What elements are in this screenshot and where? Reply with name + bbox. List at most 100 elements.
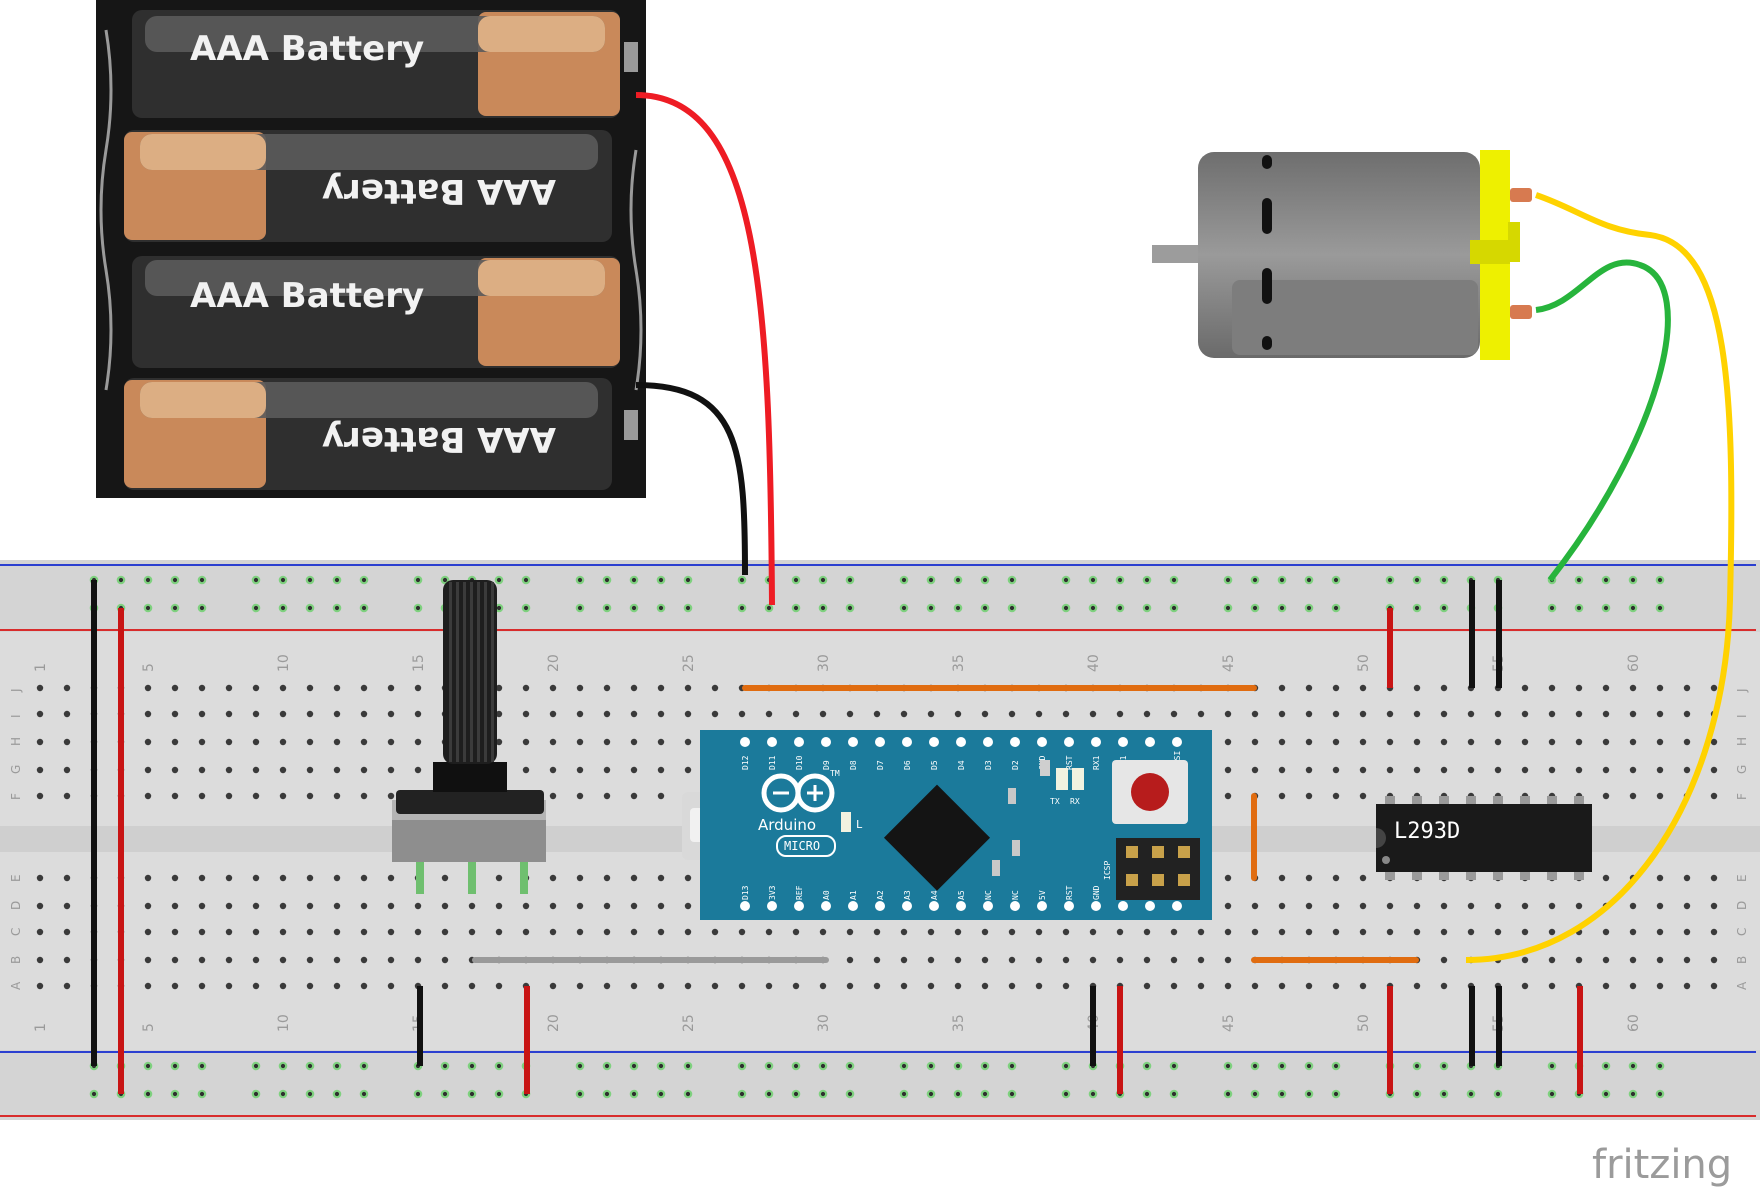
ic-leg	[1466, 796, 1476, 806]
breadboard-hole	[981, 710, 989, 718]
breadboard-hole	[225, 956, 233, 964]
breadboard-hole	[1143, 982, 1151, 990]
rail-hole	[170, 1089, 180, 1099]
breadboard-hole	[1683, 766, 1691, 774]
breadboard-hole	[765, 982, 773, 990]
rail-hole	[197, 603, 207, 613]
breadboard-hole	[522, 684, 530, 692]
breadboard-hole	[441, 928, 449, 936]
breadboard-hole	[1062, 928, 1070, 936]
breadboard-hole	[225, 874, 233, 882]
breadboard-hole	[1602, 766, 1610, 774]
rail-hole	[656, 1061, 666, 1071]
breadboard-hole	[1656, 902, 1664, 910]
breadboard-hole	[684, 928, 692, 936]
breadboard-hole	[1494, 902, 1502, 910]
rail-hole	[1169, 575, 1179, 585]
breadboard-hole	[792, 710, 800, 718]
header-pin	[902, 901, 912, 911]
tx-label: TX	[1050, 797, 1060, 806]
breadboard-hole	[171, 766, 179, 774]
rail-hole	[116, 575, 126, 585]
breadboard-hole	[387, 792, 395, 800]
breadboard-hole	[198, 738, 206, 746]
breadboard-hole	[171, 956, 179, 964]
rail-hole	[1547, 1061, 1557, 1071]
pin-label-top: D11	[768, 755, 777, 770]
breadboard-hole	[252, 928, 260, 936]
rail-hole	[656, 575, 666, 585]
breadboard-hole	[63, 766, 71, 774]
reset-button-cap[interactable]	[1131, 773, 1169, 811]
rail-hole	[818, 1061, 828, 1071]
rail-hole	[1628, 603, 1638, 613]
breadboard-hole	[630, 766, 638, 774]
breadboard-hole	[279, 956, 287, 964]
led-l	[841, 812, 851, 832]
breadboard-hole	[36, 982, 44, 990]
rail-hole	[791, 603, 801, 613]
breadboard-hole	[333, 684, 341, 692]
breadboard-hole	[1035, 982, 1043, 990]
battery-cell-1: AAA Battery	[132, 10, 620, 118]
rail-hole	[1412, 575, 1422, 585]
breadboard-hole	[1629, 928, 1637, 936]
ic-leg	[1574, 796, 1584, 806]
breadboard-hole	[1386, 766, 1394, 774]
breadboard-hole	[360, 738, 368, 746]
breadboard-hole	[144, 956, 152, 964]
rail-hole	[845, 1061, 855, 1071]
breadboard-hole	[1440, 738, 1448, 746]
breadboard-hole	[1602, 738, 1610, 746]
rail-hole	[953, 603, 963, 613]
breadboard-hole	[171, 928, 179, 936]
breadboard-hole	[1710, 902, 1718, 910]
pin-label-bottom: 5V	[1038, 890, 1047, 900]
breadboard-hole	[1656, 792, 1664, 800]
breadboard-hole	[900, 710, 908, 718]
breadboard-hole	[387, 982, 395, 990]
breadboard-hole	[1224, 956, 1232, 964]
rail-hole	[1439, 1089, 1449, 1099]
column-number: 30	[816, 654, 832, 672]
battery-label-1: AAA Battery	[190, 29, 424, 69]
breadboard-hole	[954, 710, 962, 718]
breadboard-hole	[414, 928, 422, 936]
breadboard-hole	[1305, 792, 1313, 800]
column-number: 60	[1626, 1014, 1642, 1032]
breadboard-hole	[1602, 928, 1610, 936]
breadboard-hole	[1548, 928, 1556, 936]
row-letter: F	[9, 793, 23, 800]
breadboard-hole	[63, 710, 71, 718]
rail-hole	[764, 1061, 774, 1071]
breadboard-hole	[360, 874, 368, 882]
rail-hole	[1601, 575, 1611, 585]
breadboard-hole	[738, 982, 746, 990]
breadboard-hole	[603, 792, 611, 800]
breadboard-hole	[711, 982, 719, 990]
pin-label-top: D2	[1011, 760, 1020, 770]
rail-hole	[1331, 603, 1341, 613]
rail-hole	[926, 603, 936, 613]
breadboard-hole	[1224, 766, 1232, 774]
rail-hole	[1277, 603, 1287, 613]
row-letter: C	[9, 928, 23, 936]
breadboard-hole	[1629, 710, 1637, 718]
row-letter: F	[1735, 793, 1749, 800]
breadboard-hole	[198, 902, 206, 910]
rail-hole	[1250, 603, 1260, 613]
breadboard-hole	[1413, 902, 1421, 910]
header-pin	[1118, 737, 1128, 747]
fritzing-watermark: fritzing	[1592, 1142, 1732, 1188]
rail-hole	[278, 575, 288, 585]
breadboard-hole	[1413, 684, 1421, 692]
breadboard-hole	[1305, 738, 1313, 746]
motor-terminal-2	[1510, 305, 1532, 319]
column-number: 20	[546, 1014, 562, 1032]
breadboard-hole	[657, 982, 665, 990]
column-number: 25	[681, 1014, 697, 1032]
breadboard-hole	[549, 902, 557, 910]
breadboard-hole	[387, 928, 395, 936]
breadboard-hole	[1467, 766, 1475, 774]
breadboard-hole	[1575, 684, 1583, 692]
